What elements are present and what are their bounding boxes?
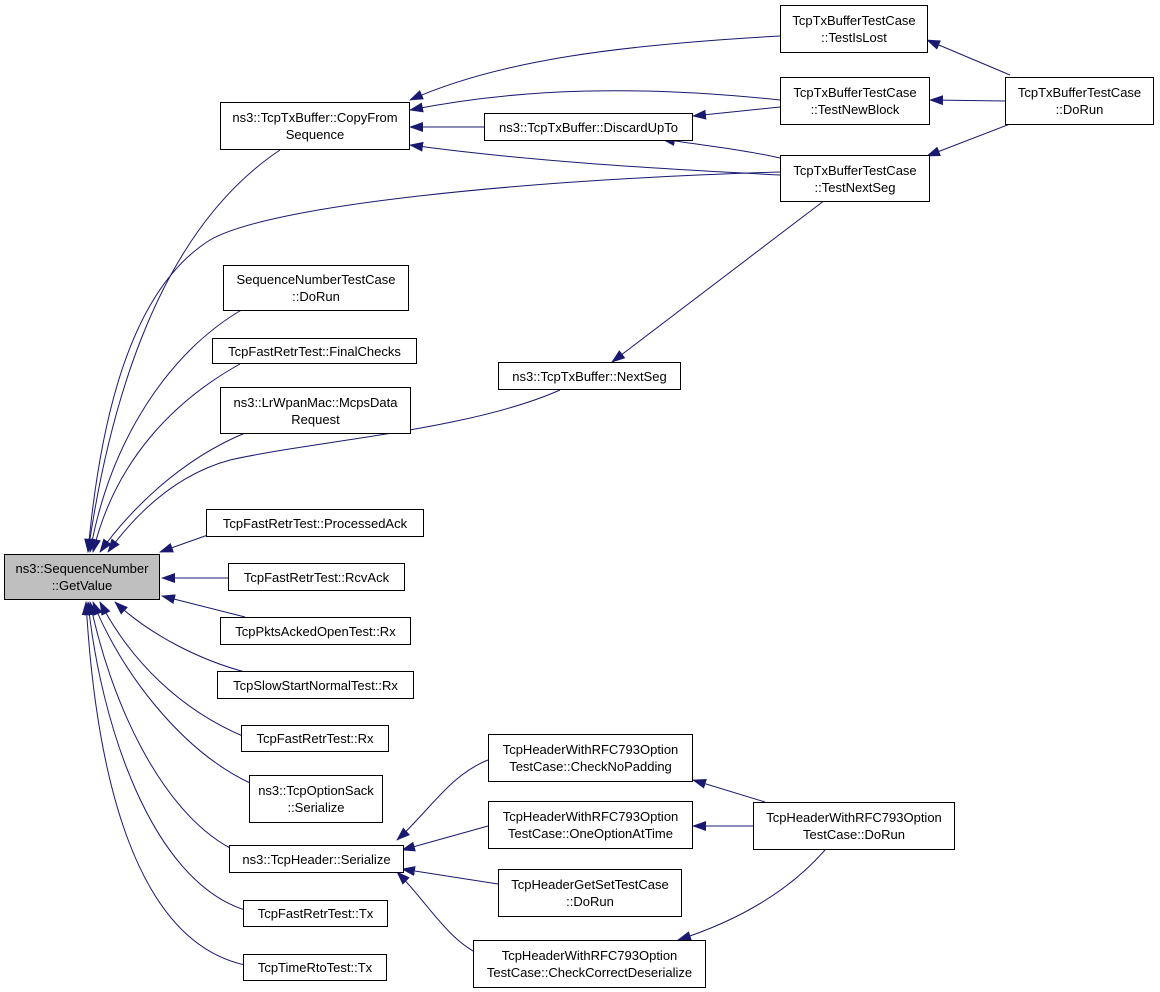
edge-txbuf-dorun-to-testnextseg <box>926 123 1011 157</box>
node-label-line1: TcpHeaderWithRFC793Option <box>502 809 679 824</box>
node-headergetset-dorun[interactable]: TcpHeaderGetSetTestCase ::DoRun <box>498 869 682 917</box>
node-tcpoptionsack-serialize[interactable]: ns3::TcpOptionSack ::Serialize <box>249 775 383 823</box>
node-lrwpanmac-mcpsdatarequest[interactable]: ns3::LrWpanMac::McpsData Request <box>220 387 411 434</box>
edge-tcpheader-to-root <box>87 601 231 849</box>
node-rfc793-checkcorrectdeserialize[interactable]: TcpHeaderWithRFC793Option TestCase::Chec… <box>473 940 706 988</box>
node-txbuffer-testnewblock[interactable]: TcpTxBufferTestCase ::TestNewBlock <box>780 77 930 125</box>
node-label-line1: TcpFastRetrTest::Rx <box>256 731 374 746</box>
edge-timerto-tx-to-root <box>81 601 246 966</box>
node-label-line2: ::GetValue <box>51 578 113 593</box>
node-sequence-number-testcase-dorun[interactable]: SequenceNumberTestCase ::DoRun <box>223 265 409 311</box>
node-label-line1: TcpFastRetrTest::ProcessedAck <box>222 515 408 531</box>
node-label-line1: ns3::TcpTxBuffer::DiscardUpTo <box>499 119 678 135</box>
node-rfc793-checknopadding[interactable]: TcpHeaderWithRFC793Option TestCase::Chec… <box>488 734 693 782</box>
node-label-line1: TcpTxBufferTestCase <box>793 85 917 100</box>
edge-rfc793-dorun-to-checknopadding <box>692 779 766 803</box>
node-copyfrom-sequence[interactable]: ns3::TcpTxBuffer::CopyFrom Sequence <box>220 102 410 150</box>
edge-testnewblock-to-copyfrom <box>409 90 781 113</box>
node-fastretr-rcvack[interactable]: TcpFastRetrTest::RcvAck <box>228 563 405 591</box>
node-label-line2: Sequence <box>285 127 345 142</box>
edge-optionsack-to-root <box>92 601 251 784</box>
node-label-line2: TestCase::OneOptionAtTime <box>508 826 673 841</box>
node-label-line1: TcpHeaderWithRFC793Option <box>501 948 678 963</box>
node-label-line1: TcpPktsAckedOpenTest::Rx <box>235 623 396 639</box>
edge-copyfrom-to-root <box>84 149 281 553</box>
node-label-line1: TcpSlowStartNormalTest::Rx <box>233 677 398 693</box>
node-label-line2: ::DoRun <box>292 289 340 304</box>
edge-pktsacked-to-root <box>161 594 246 618</box>
node-label-line1: TcpTimeRtoTest::Tx <box>257 960 373 975</box>
node-label-line1: ns3::TcpTxBuffer::CopyFrom <box>232 110 398 125</box>
node-label-line1: TcpHeaderGetSetTestCase <box>511 877 669 892</box>
node-txbuffer-testislost[interactable]: TcpTxBufferTestCase ::TestIsLost <box>780 5 928 53</box>
edge-txbuf-dorun-to-testnewblock <box>929 95 1006 106</box>
edge-slowstart-to-root <box>114 601 246 673</box>
node-label-line2: ::TestIsLost <box>821 30 887 45</box>
node-label-line1: TcpTxBufferTestCase <box>793 162 917 178</box>
node-fastretr-tx[interactable]: TcpFastRetrTest::Tx <box>243 900 388 927</box>
node-label-line1: TcpHeaderWithRFC793Option <box>766 810 942 825</box>
node-label-line1: ns3::TcpTxBuffer::NextSeg <box>512 368 667 384</box>
edge-getset-to-tcpheader <box>401 866 499 885</box>
node-label-line2: ::DoRun <box>566 894 614 909</box>
node-slowstartnormal-rx[interactable]: TcpSlowStartNormalTest::Rx <box>217 671 414 699</box>
edge-testnextseg-to-nextseg <box>611 199 826 363</box>
edge-checknopadding-to-tcpheader <box>396 759 489 841</box>
edge-fastretr-tx-to-root <box>84 601 246 911</box>
node-sequence-number-getvalue: ns3::SequenceNumber ::GetValue <box>4 554 160 600</box>
node-label-line1: ns3::SequenceNumber <box>15 561 149 576</box>
edge-testnewblock-to-discardupto <box>692 106 781 120</box>
edge-testnextseg-to-copyfrom <box>409 141 781 176</box>
node-label-line1: ns3::LrWpanMac::McpsData <box>233 394 398 410</box>
node-fastretr-finalchecks[interactable]: TcpFastRetrTest::FinalChecks <box>212 338 417 364</box>
node-label-line1: SequenceNumberTestCase <box>236 272 396 287</box>
edge-nextseg-to-root <box>107 389 561 553</box>
node-label-line1: TcpTxBufferTestCase <box>1017 85 1142 100</box>
node-label-line2: TestCase::CheckCorrectDeserialize <box>486 965 693 980</box>
node-txbuffer-testnextseg[interactable]: TcpTxBufferTestCase ::TestNextSeg <box>780 155 930 202</box>
node-label-line1: TcpFastRetrTest::Tx <box>257 906 374 921</box>
edge-lrwpan-to-root <box>99 432 246 553</box>
node-rfc793-oneoptionattime[interactable]: TcpHeaderWithRFC793Option TestCase::OneO… <box>488 801 693 849</box>
node-label-line1: ns3::TcpHeader::Serialize <box>242 851 391 867</box>
node-tcpheader-serialize[interactable]: ns3::TcpHeader::Serialize <box>229 845 404 873</box>
node-txbuffer-nextseg[interactable]: ns3::TcpTxBuffer::NextSeg <box>498 362 681 390</box>
node-label-line1: TcpFastRetrTest::RcvAck <box>243 569 390 585</box>
node-label-line2: ::TestNewBlock <box>810 102 900 117</box>
node-label-line2: TestCase::DoRun <box>803 827 905 842</box>
node-fastretr-processedack[interactable]: TcpFastRetrTest::ProcessedAck <box>206 509 424 537</box>
node-label-line2: ::DoRun <box>1055 102 1104 117</box>
edge-oneoption-to-tcpheader <box>401 825 489 852</box>
node-txbuffer-testcase-dorun[interactable]: TcpTxBufferTestCase ::DoRun <box>1005 77 1154 125</box>
node-label-line2: Request <box>291 411 340 427</box>
edge-testislost-to-copyfrom <box>409 35 781 101</box>
node-label-line2: ::Serialize <box>287 800 345 815</box>
edge-testnextseg-to-root <box>84 171 781 553</box>
node-txbuffer-discardupto[interactable]: ns3::TcpTxBuffer::DiscardUpTo <box>484 113 693 141</box>
node-fastretr-rx[interactable]: TcpFastRetrTest::Rx <box>241 725 389 752</box>
node-timerto-tx[interactable]: TcpTimeRtoTest::Tx <box>243 954 387 981</box>
node-pktsackedopen-rx[interactable]: TcpPktsAckedOpenTest::Rx <box>220 617 411 645</box>
node-label-line1: TcpFastRetrTest::FinalChecks <box>228 343 401 359</box>
node-label-line2: TestCase::CheckNoPadding <box>509 759 672 774</box>
edge-seqnum-dorun-to-root <box>87 307 246 553</box>
node-label-line1: TcpTxBufferTestCase <box>792 13 916 28</box>
edge-fastretr-rx-to-root <box>99 601 246 738</box>
edge-txbuf-dorun-to-testislost <box>926 39 1011 76</box>
node-label-line1: TcpHeaderWithRFC793Option <box>502 742 679 757</box>
node-label-line2: ::TestNextSeg <box>814 179 896 195</box>
node-label-line1: ns3::TcpOptionSack <box>258 783 374 798</box>
edge-rfc793-dorun-to-checkcorrect <box>677 849 826 941</box>
edge-fastretr-final-to-root <box>91 363 241 553</box>
node-rfc793-testcase-dorun[interactable]: TcpHeaderWithRFC793Option TestCase::DoRu… <box>753 802 955 850</box>
